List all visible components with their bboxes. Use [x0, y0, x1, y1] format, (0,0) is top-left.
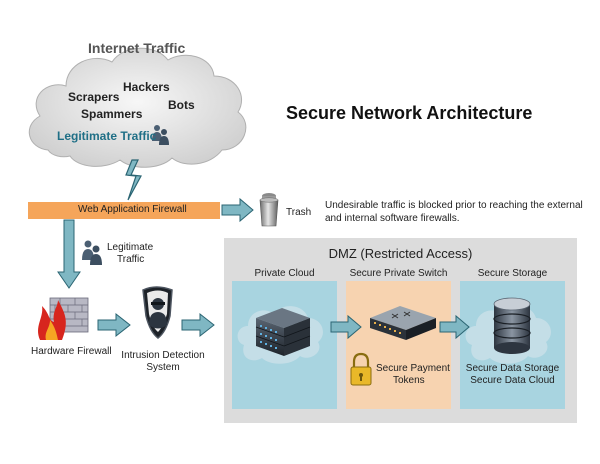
database-icon — [493, 297, 531, 354]
section-label-private-cloud: Private Cloud — [254, 268, 315, 279]
trash-icon — [259, 193, 279, 227]
hardware-firewall-icon — [38, 297, 89, 340]
payment-label-1: Secure Payment — [376, 363, 450, 374]
legit-traffic-label-2: Traffic — [117, 254, 145, 265]
arrow-to-storage — [439, 314, 470, 340]
cloud-word-bots: Bots — [168, 98, 195, 112]
trash-label: Trash — [286, 207, 312, 218]
block-note: Undesirable traffic is blocked prior to … — [325, 200, 583, 224]
arrow-to-switch — [330, 314, 362, 340]
waf-label: Web Application Firewall — [78, 204, 187, 215]
padlock-icon — [350, 352, 372, 386]
storage-label-1: Secure Data Storage — [465, 363, 560, 374]
cloud-word-hackers: Hackers — [123, 80, 170, 94]
switch-panel — [346, 281, 451, 409]
cloud-title: Internet Traffic — [88, 40, 186, 56]
storage-label-2: Secure Data Cloud — [470, 375, 555, 386]
payment-label-2: Tokens — [393, 375, 425, 386]
legit-traffic-label-1: Legitimate — [107, 242, 154, 253]
ids-label-2: System — [146, 362, 180, 373]
arrow-to-trash — [221, 197, 254, 223]
lightning-bolt-icon — [125, 159, 142, 201]
page-title: Secure Network Architecture — [286, 103, 533, 123]
internet-cloud — [28, 47, 247, 168]
dmz-title: DMZ (Restricted Access) — [328, 246, 473, 261]
waf-bar — [28, 202, 220, 219]
ids-shield-icon — [142, 286, 173, 339]
arrow-down — [57, 219, 81, 289]
arrow-to-dmz — [181, 312, 215, 338]
section-label-switch: Secure Private Switch — [349, 268, 448, 279]
section-label-storage: Secure Storage — [477, 268, 548, 279]
server-stack-icon — [255, 308, 311, 356]
cloud-legit-label: Legitimate Traffic — [57, 129, 157, 143]
hardware-firewall-label: Hardware Firewall — [31, 346, 112, 357]
arrow-to-ids — [97, 312, 131, 338]
ids-label-1: Intrusion Detection — [121, 350, 205, 361]
users-icon-cloud — [152, 125, 169, 145]
users-icon — [82, 240, 102, 265]
cloud-word-spammers: Spammers — [81, 107, 143, 121]
cloud-word-scrapers: Scrapers — [68, 90, 120, 104]
switch-icon — [370, 306, 436, 340]
